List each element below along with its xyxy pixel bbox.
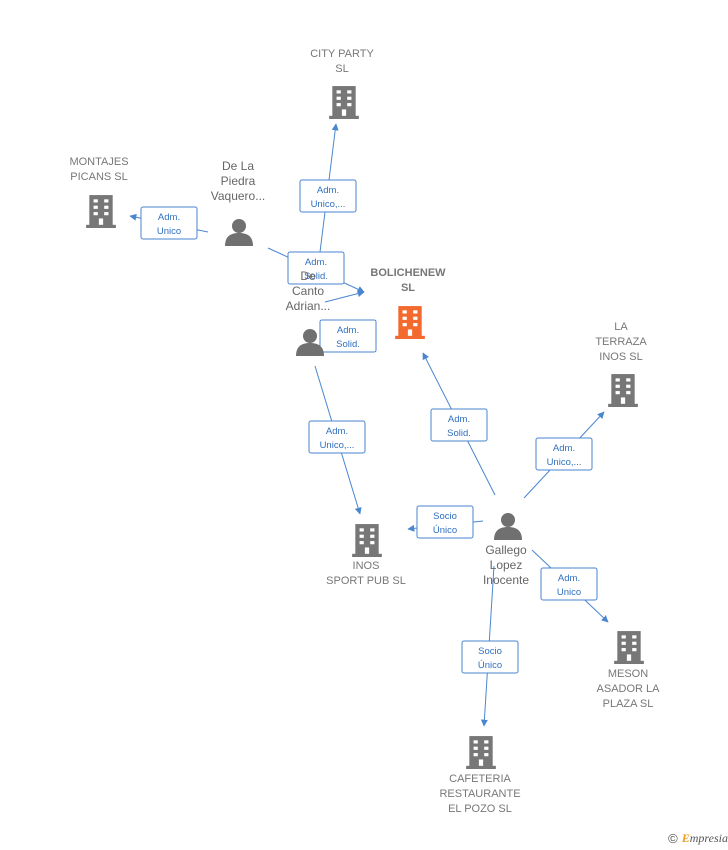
node-label-line: Canto — [292, 284, 324, 298]
edge-label-gallego-la_terraza[interactable]: Adm. Unico,... — [535, 437, 593, 471]
edge-label-line: Adm. — [337, 325, 359, 336]
edge-label-line: Solid. — [336, 339, 360, 350]
node-label-line: EL POZO SL — [448, 803, 512, 815]
edge-label-canto-inos_sport[interactable]: Adm. Unico,... — [308, 420, 366, 454]
edge-label-gallego-meson[interactable]: Adm. Unico — [540, 567, 598, 601]
node-label-line: LA — [614, 321, 628, 333]
company-building-icon — [86, 195, 116, 228]
edge-label-line: Adm. — [158, 212, 180, 223]
company-building-icon — [608, 374, 638, 407]
edge-label-line: Único — [433, 525, 457, 536]
company-building-icon — [329, 86, 359, 119]
edge-label-line: Unico,... — [320, 440, 355, 451]
node-label-line: Gallego — [485, 543, 527, 557]
edge-label-de_la_piedra-bolichenew[interactable]: Adm. Solid. — [287, 251, 345, 285]
edge-label-line: Adm. — [317, 185, 339, 196]
edge-label-line: Unico,... — [547, 457, 582, 468]
edge-label-de_la_piedra-montajes[interactable]: Adm. Unico — [140, 206, 198, 240]
node-de_la_piedra[interactable]: De LaPiedraVaquero... — [211, 159, 265, 246]
node-label-line: BOLICHENEW — [370, 267, 446, 279]
edge-label-canto-bolichenew[interactable]: Adm. Solid. — [319, 319, 377, 353]
node-label-line: INOS SL — [599, 351, 642, 363]
node-label-line: PICANS SL — [70, 171, 127, 183]
edge-label-line: Unico,... — [311, 199, 346, 210]
node-cafeteria[interactable]: CAFETERIA RESTAURANTE EL POZO SL — [439, 736, 521, 815]
node-label-line: SL — [335, 63, 348, 75]
copyright-icon: © — [668, 831, 678, 846]
node-city_party[interactable]: CITY PARTY SL — [310, 48, 374, 119]
node-label-line: RESTAURANTE — [439, 788, 520, 800]
node-montajes[interactable]: MONTAJES PICANS SL — [69, 156, 129, 228]
edge-label-line: Adm. — [553, 443, 575, 454]
edge-label-de_la_piedra-city_party[interactable]: Adm. Unico,... — [299, 179, 357, 213]
edge-label-line: Unico — [157, 226, 181, 237]
edge-label-line: Único — [478, 660, 502, 671]
node-label-line: Adrian... — [286, 299, 331, 313]
node-bolichenew[interactable]: BOLICHENEW SL — [370, 267, 446, 339]
main-company-building-icon — [395, 306, 425, 339]
edge-label-line: Adm. — [305, 257, 327, 268]
node-label-line: TERRAZA — [595, 336, 647, 348]
node-label-line: SL — [401, 282, 415, 294]
edge-label-gallego-bolichenew[interactable]: Adm. Solid. — [430, 408, 488, 442]
person-icon — [494, 513, 522, 540]
node-label-line: Lopez — [490, 558, 523, 572]
company-building-icon — [614, 631, 644, 664]
edge-canto-to-bolichenew — [324, 290, 365, 303]
node-label-line: De La — [222, 159, 254, 173]
node-inos_sport[interactable]: INOS SPORT PUB SL — [326, 524, 406, 587]
node-label-line: Piedra — [221, 174, 256, 188]
company-building-icon — [352, 524, 382, 557]
edge-label-line: Adm. — [448, 414, 470, 425]
node-label-line: SPORT PUB SL — [326, 575, 406, 587]
person-icon — [225, 219, 253, 246]
edge-label-line: Adm. — [326, 426, 348, 437]
edge-label-line: Socio — [478, 646, 502, 657]
node-label-line: Inocente — [483, 573, 529, 587]
edge-label-line: Adm. — [558, 573, 580, 584]
node-label-line: PLAZA SL — [603, 698, 654, 710]
node-label-line: MESON — [608, 668, 648, 680]
node-label-line: Vaquero... — [211, 189, 265, 203]
edge-label-line: Socio — [433, 511, 457, 522]
footer-brand: © Empresia — [668, 831, 728, 846]
node-label-line: CAFETERIA — [449, 773, 511, 785]
node-canto[interactable]: DeCantoAdrian... — [286, 269, 331, 356]
node-label-line: ASADOR LA — [597, 683, 661, 695]
node-label-line: MONTAJES — [69, 156, 128, 168]
brand-logo: Empresia — [681, 831, 728, 845]
edge-label-line: Solid. — [304, 271, 328, 282]
edge-label-line: Solid. — [447, 428, 471, 439]
node-label-line: INOS — [353, 560, 380, 572]
node-label-line: CITY PARTY — [310, 48, 374, 60]
node-label-line: De — [300, 269, 316, 283]
node-meson[interactable]: MESON ASADOR LA PLAZA SL — [597, 631, 661, 710]
node-la_terraza[interactable]: LA TERRAZA INOS SL — [595, 321, 647, 407]
company-building-icon — [466, 736, 496, 769]
edge-label-line: Unico — [557, 587, 581, 598]
